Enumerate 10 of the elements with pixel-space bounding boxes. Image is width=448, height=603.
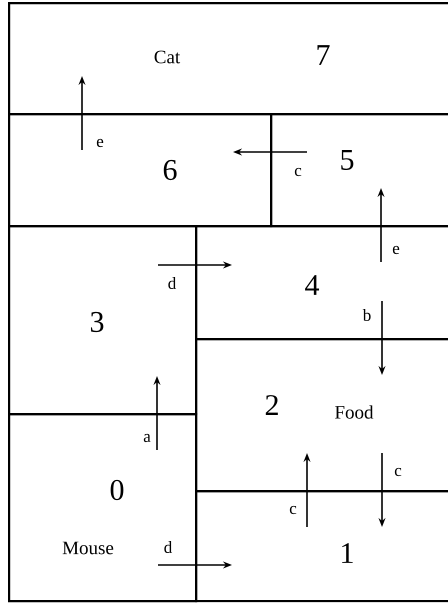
edge-label: d xyxy=(166,276,178,290)
edge-label: e xyxy=(95,138,105,148)
edge-label: c xyxy=(393,466,403,478)
room-box: Cat 7 xyxy=(8,2,448,116)
edge-label: c xyxy=(288,504,298,516)
edge-label: e xyxy=(391,244,401,256)
edge-label: a xyxy=(142,432,152,444)
edge-label: d xyxy=(162,540,174,554)
edge-label: c xyxy=(293,166,303,178)
edge-label: b xyxy=(362,308,372,322)
